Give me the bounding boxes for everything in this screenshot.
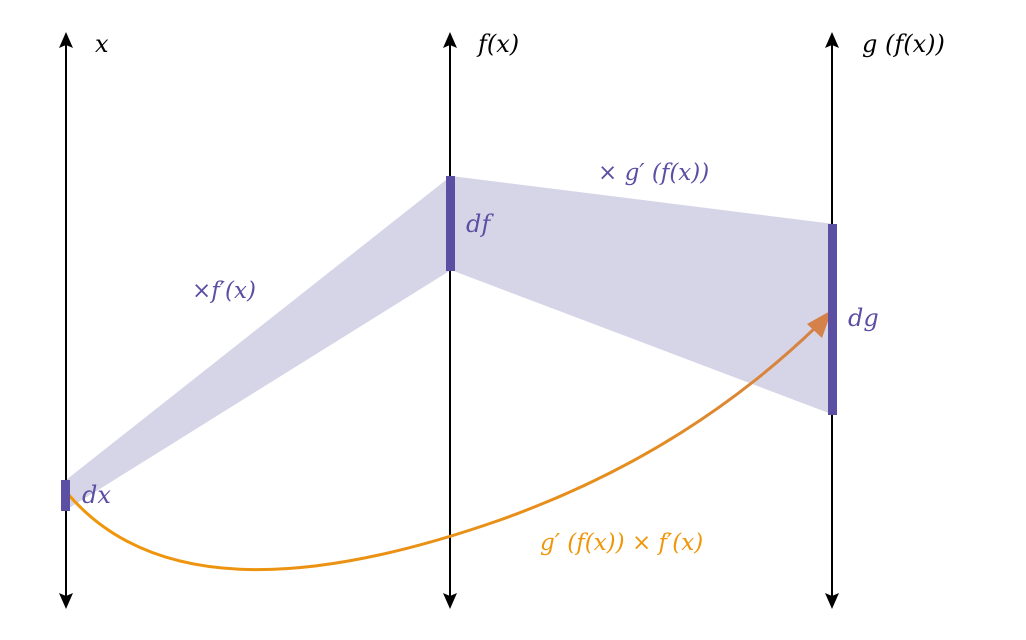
axis-label-f: f(x) bbox=[476, 30, 519, 58]
arrow-down-icon bbox=[443, 593, 457, 609]
segment-label-df: df bbox=[466, 210, 494, 238]
band-df-to-dg bbox=[451, 176, 834, 415]
arrow-down-icon bbox=[59, 593, 73, 609]
arrow-up-icon bbox=[59, 32, 73, 48]
arrow-down-icon bbox=[825, 593, 839, 609]
axis-f bbox=[443, 32, 457, 609]
segment-label-dx: dx bbox=[82, 481, 111, 509]
axis-x bbox=[59, 32, 73, 609]
multiplier-f-prime: ×f′(x) bbox=[192, 278, 256, 304]
segment-label-dg: dg bbox=[848, 304, 879, 332]
segment-dx bbox=[61, 480, 70, 511]
chain-arrowhead-icon bbox=[807, 310, 832, 338]
chain-curve bbox=[66, 325, 818, 572]
multiplier-g-prime: × g′ (f(x)) bbox=[598, 160, 709, 186]
band-dx-to-df bbox=[66, 176, 451, 510]
axis-label-g: g (f(x)) bbox=[862, 30, 945, 58]
segment-dg bbox=[828, 224, 837, 415]
segment-df bbox=[446, 176, 455, 271]
arrow-up-icon bbox=[825, 32, 839, 48]
multiplier-chain: g′ (f(x)) × f′(x) bbox=[540, 530, 703, 556]
arrow-up-icon bbox=[443, 32, 457, 48]
axis-label-x: x bbox=[95, 30, 109, 58]
